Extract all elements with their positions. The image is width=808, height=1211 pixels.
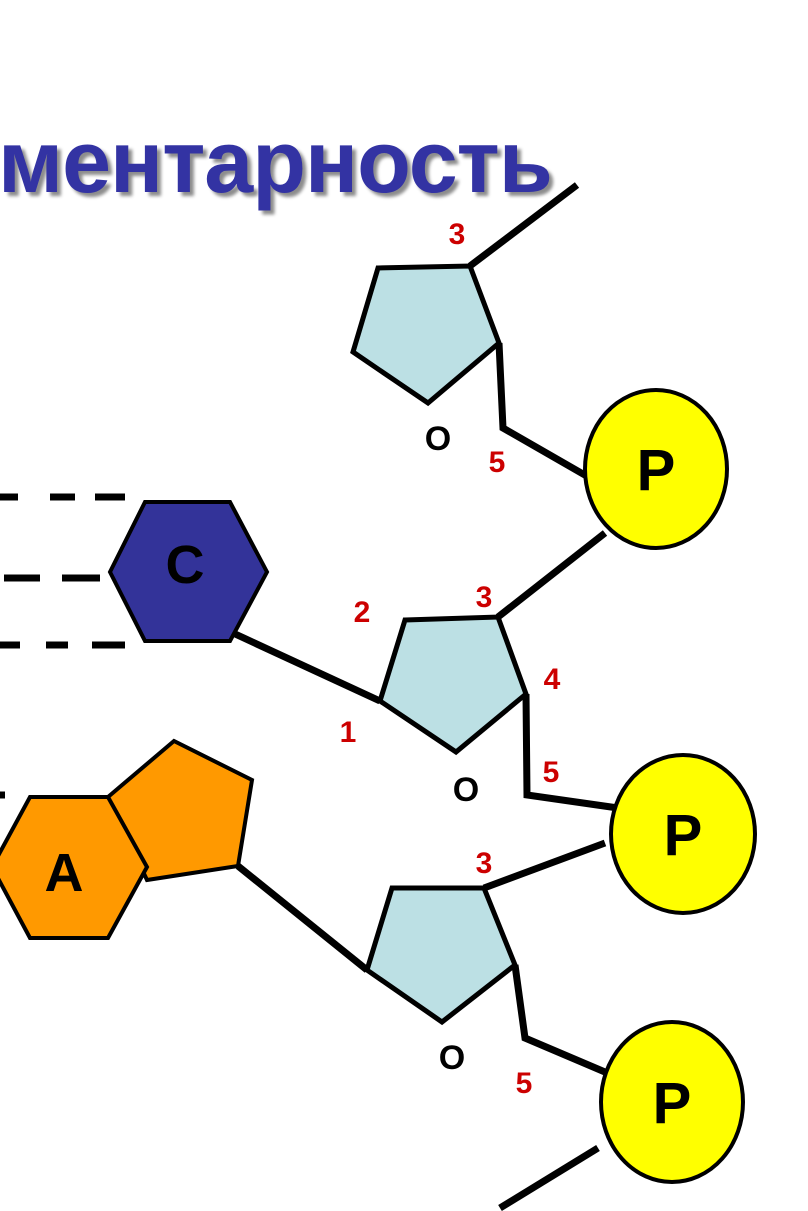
sugar-pentagon	[377, 614, 529, 756]
carbon-number-label: 3	[476, 847, 493, 880]
page-title: ментарность	[0, 112, 553, 211]
phosphate-group	[583, 388, 757, 1184]
sugar-group	[350, 263, 529, 1026]
cytosine-hexagon	[107, 500, 270, 643]
labels: P P P C A O O O 3 5 2 3 4 1 5 3 5	[45, 218, 703, 1136]
backbone-bond	[498, 1145, 600, 1211]
adenine-base	[0, 738, 255, 940]
carbon-number-label: 5	[489, 446, 506, 479]
carbon-number-label: 1	[340, 716, 357, 749]
hydrogen-bonds	[0, 493, 125, 799]
glycosidic-bond	[231, 629, 382, 705]
phosphate-label: P	[664, 803, 703, 868]
adenine-label: A	[45, 843, 84, 903]
carbon-number-label: 5	[516, 1067, 533, 1100]
oxygen-label: O	[453, 771, 479, 809]
phosphate-circle	[609, 753, 757, 915]
cytosine-label: C	[166, 535, 205, 595]
sugar-pentagon	[364, 885, 519, 1026]
sugar-pentagon	[350, 263, 502, 407]
phosphate-circle	[583, 388, 729, 550]
oxygen-label: O	[439, 1039, 465, 1077]
carbon-number-label: 4	[544, 663, 561, 696]
carbon-number-label: 2	[354, 596, 371, 629]
phosphate-circle	[599, 1020, 745, 1184]
covalent-bonds	[231, 182, 619, 1211]
phosphate-label: P	[653, 1071, 692, 1136]
carbon-number-label: 3	[476, 581, 493, 614]
oxygen-label: O	[425, 420, 451, 458]
carbon-number-label: 5	[543, 756, 560, 789]
carbon-number-label: 3	[449, 218, 466, 251]
adenine-hexagon	[0, 795, 150, 940]
phosphate-label: P	[637, 438, 676, 503]
backbone-bond	[522, 693, 619, 812]
backbone-bond	[482, 839, 607, 892]
glycosidic-bond	[235, 863, 370, 973]
backbone-bond	[495, 342, 592, 482]
backbone-bond	[495, 530, 608, 620]
backbone-bond	[511, 964, 614, 1079]
backbone-bond	[467, 182, 580, 269]
